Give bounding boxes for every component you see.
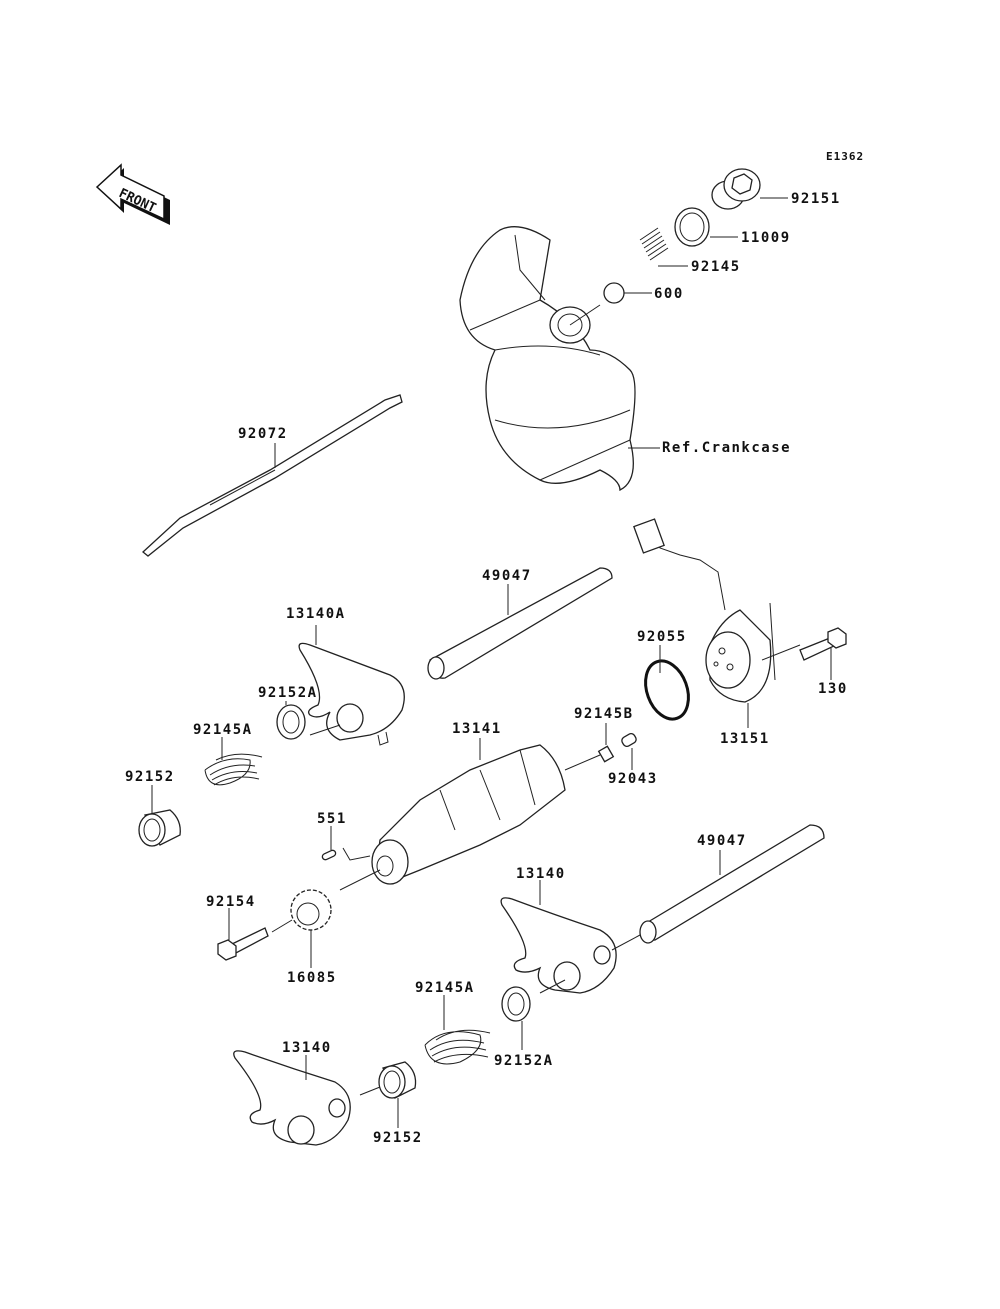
part-13140-lower: 13140 (233, 1040, 351, 1146)
part-92072: 92072 (142, 394, 403, 557)
label-13141: 13141 (452, 721, 502, 737)
label-130: 130 (818, 681, 848, 697)
label-13140-middle: 13140 (516, 866, 566, 882)
label-92145A-lower: 92145A (415, 980, 475, 996)
part-13151: 13151 (633, 518, 801, 747)
part-13140-middle: 13140 (500, 866, 617, 994)
label-92055: 92055 (637, 629, 687, 645)
label-13140A: 13140A (286, 606, 346, 622)
part-551: 551 (317, 811, 371, 861)
part-11009: 11009 (674, 207, 791, 247)
label-49047-lower: 49047 (697, 833, 747, 849)
label-92154: 92154 (206, 894, 256, 910)
part-16085: 16085 (287, 869, 381, 986)
part-92152-left: 92152 (125, 769, 181, 847)
label-600: 600 (654, 286, 684, 302)
part-92145: 92145 (639, 227, 741, 275)
label-551: 551 (317, 811, 347, 827)
label-92145B: 92145B (574, 706, 634, 722)
part-92145A-lower: 92145A (415, 980, 491, 1065)
label-13140-lower: 13140 (282, 1040, 332, 1056)
ref-crankcase-label: Ref.Crankcase (662, 440, 791, 456)
label-13151: 13151 (720, 731, 770, 747)
part-92152-bottom: 92152 (359, 1061, 423, 1146)
part-92152A-upper: 92152A (258, 685, 341, 740)
label-92145: 92145 (691, 259, 741, 275)
part-49047-upper: 49047 (427, 567, 613, 680)
crankcase-reference: Ref.Crankcase (459, 226, 791, 492)
label-92152A-lower: 92152A (494, 1053, 554, 1069)
label-92152A-upper: 92152A (258, 685, 318, 701)
part-92043: 92043 (608, 732, 658, 787)
part-92055: 92055 (637, 629, 690, 721)
part-92154: 92154 (206, 894, 293, 961)
label-16085: 16085 (287, 970, 337, 986)
part-600: 600 (603, 282, 684, 304)
part-13141: 13141 (371, 721, 601, 885)
label-92043: 92043 (608, 771, 658, 787)
part-92151: 92151 (711, 168, 841, 210)
label-92151: 92151 (791, 191, 841, 207)
label-11009: 11009 (741, 230, 791, 246)
label-49047-upper: 49047 (482, 568, 532, 584)
part-13140A: 13140A (286, 606, 405, 746)
diagram-code: E1362 (826, 150, 864, 163)
part-130: 130 (799, 627, 848, 697)
label-92152-bottom: 92152 (373, 1130, 423, 1146)
part-92145A-upper: 92145A (193, 722, 263, 786)
part-92145B: 92145B (574, 706, 634, 763)
part-92152A-lower: 92152A (494, 979, 566, 1069)
front-arrow-icon: FRONT (95, 163, 170, 225)
label-92152-left: 92152 (125, 769, 175, 785)
label-92145A-upper: 92145A (193, 722, 253, 738)
part-49047-lower: 49047 (611, 824, 825, 951)
label-92072: 92072 (238, 426, 288, 442)
